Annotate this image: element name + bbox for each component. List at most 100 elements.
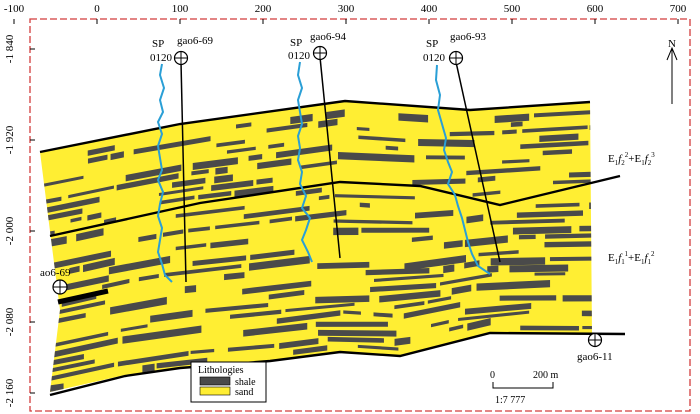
shale-stringer xyxy=(158,186,204,196)
north-arrow: N xyxy=(666,38,678,104)
shale-stringer xyxy=(518,234,536,240)
shale-stringer xyxy=(466,166,541,176)
horizon-middle xyxy=(49,174,621,238)
shale-stringer xyxy=(431,320,449,328)
shale-stringer xyxy=(87,212,102,221)
shale-stringer xyxy=(279,338,319,350)
shale-stringer xyxy=(276,144,333,159)
shale-stringer xyxy=(242,280,312,295)
x-tick: 500 xyxy=(504,3,521,15)
shale-stringer xyxy=(108,255,171,275)
shale-stringer xyxy=(285,302,355,313)
shale-stringer xyxy=(40,359,95,375)
shale-stringer xyxy=(164,264,242,277)
legend: Lithologies shale sand xyxy=(190,361,267,403)
shale-stringer xyxy=(184,285,197,294)
shale-stringer xyxy=(333,227,359,236)
x-axis: -100 0 100 200 300 400 500 600 700 xyxy=(4,3,687,24)
shale-stringer xyxy=(520,325,579,331)
shale-stringer xyxy=(333,219,413,225)
x-tick: -100 xyxy=(4,3,25,15)
shale-stringer xyxy=(40,250,112,272)
shale-stringer xyxy=(175,243,207,251)
shale-stringer xyxy=(69,265,80,274)
well-path-gao6-94 xyxy=(319,56,341,259)
shale-stringer xyxy=(172,177,206,188)
sp-curve xyxy=(156,63,173,283)
shale-stringer xyxy=(582,325,592,330)
shale-stringer xyxy=(404,255,467,271)
shale-stringer xyxy=(133,136,211,155)
shale-stringer xyxy=(257,158,292,170)
shale-stringer xyxy=(117,351,189,367)
sp-scale: 0120 xyxy=(423,52,446,64)
shale-stringer xyxy=(552,179,592,185)
y-tick: -2 000 xyxy=(4,216,16,245)
shale-stringer xyxy=(502,129,517,135)
shale-stringer xyxy=(40,362,115,384)
shale-stringer xyxy=(68,185,114,199)
shale-stringer xyxy=(40,331,109,351)
wellhead-gao6-69 xyxy=(173,50,189,66)
shale-stringer xyxy=(509,264,569,273)
shale-stringer xyxy=(214,174,233,184)
legend-title: Lithologies xyxy=(198,365,244,376)
shale-stringer xyxy=(516,210,584,218)
shale-stringer xyxy=(234,185,274,198)
shale-stringer xyxy=(150,309,193,323)
horizon-top xyxy=(39,99,591,154)
shale-stringer xyxy=(156,357,208,369)
shale-stringer xyxy=(159,195,195,205)
shale-stringer xyxy=(266,122,308,133)
shale-stringer xyxy=(175,205,245,218)
shale-stringer xyxy=(385,145,399,151)
shale-stringer xyxy=(122,325,202,344)
well-path-gao6-69 xyxy=(180,61,187,283)
frame-border xyxy=(29,18,691,412)
shale-stringer xyxy=(40,175,84,188)
shale-stringer xyxy=(373,312,393,318)
shale-stringer xyxy=(102,278,130,290)
y-tick: -2 160 xyxy=(4,378,16,407)
scale-length: 200 m xyxy=(533,370,559,381)
x-tick: 600 xyxy=(587,3,604,15)
shale-stringer xyxy=(581,310,592,317)
shale-stringer xyxy=(494,113,530,124)
well-labels: gao6-69 SP 0120 gao6-94 SP 0120 gao6-93 … xyxy=(40,31,613,363)
shale-stringer xyxy=(394,336,411,346)
shale-stringer xyxy=(589,202,592,210)
shale-stringer xyxy=(379,290,441,303)
shale-stringer xyxy=(412,178,466,186)
well-path-gao6-93 xyxy=(455,61,501,263)
wellhead-gao6-93 xyxy=(448,50,464,66)
shale-stringer xyxy=(116,173,179,191)
well-bar xyxy=(57,288,109,305)
shale-stringer xyxy=(249,255,310,271)
shale-stringer xyxy=(487,265,499,273)
shale-stringer xyxy=(87,154,108,164)
shale-stringer xyxy=(472,190,501,197)
shale-stringer xyxy=(579,225,592,232)
shale-stringer xyxy=(83,257,115,273)
shale-stringer xyxy=(326,109,345,120)
shale-stringer xyxy=(374,273,444,283)
shale-stringer xyxy=(343,310,361,315)
shale-stringer xyxy=(466,214,484,224)
shale-stringer xyxy=(230,309,282,319)
shale-stringer xyxy=(589,125,592,131)
shale-stringer xyxy=(224,272,245,281)
shale-stringer xyxy=(120,324,148,332)
shale-stringer xyxy=(110,151,124,161)
shale-stringer xyxy=(449,324,464,332)
shale-stringer xyxy=(502,159,530,164)
shale-stringer xyxy=(250,249,295,261)
shale-stringer xyxy=(458,310,530,322)
sp-curves xyxy=(156,61,491,283)
shale-stringer xyxy=(76,228,104,242)
shale-stringer xyxy=(300,160,337,170)
shale-stringer xyxy=(142,363,155,373)
legend-label: shale xyxy=(235,377,256,388)
shale-stringer xyxy=(365,268,430,276)
shale-stringer xyxy=(235,122,252,129)
shale-stringer xyxy=(210,238,249,249)
